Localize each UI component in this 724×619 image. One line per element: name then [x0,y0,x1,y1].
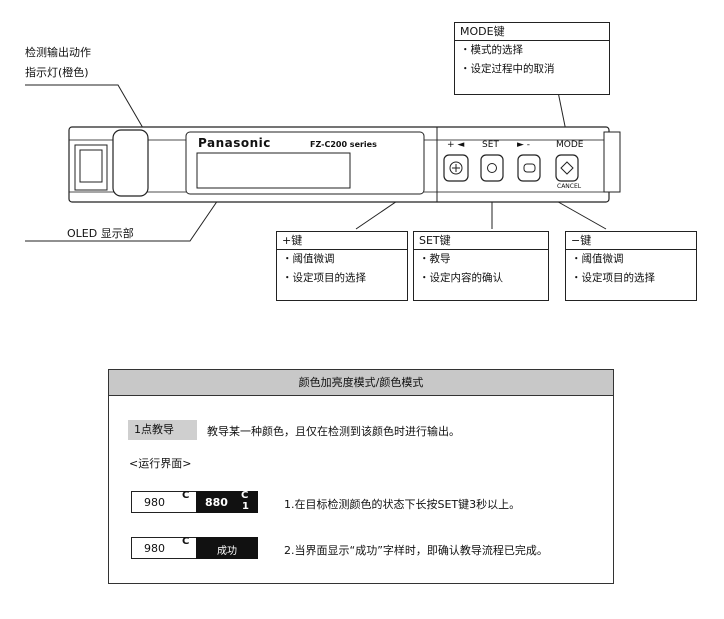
teach-tag: 1点教导 [128,420,197,440]
step1-right-value: 880 [205,496,228,509]
screen-label: <运行界面> [129,457,192,470]
minus-box-item: ・阈值微调 [571,253,624,265]
step2-left-value: 980 [144,542,165,555]
plus-box-item: ・设定项目的选择 [282,272,366,284]
step1-left-unit: C [182,490,190,501]
minus-key-box: −键 ・阈值微调 ・设定项目的选择 [565,231,697,301]
minus-box-item: ・设定项目的选择 [571,272,655,284]
oled-display [196,152,351,189]
plus-box-item: ・阈值微调 [282,253,335,265]
model-label: FZ-C200 series [310,140,377,149]
mode-key-label: MODE [556,140,584,150]
panel-title: 颜色加亮度模式/颜色模式 [109,370,613,396]
minus-box-title: −键 [566,232,696,250]
set-key-label: SET [482,140,499,150]
indicator-callout-line2: 指示灯(橙色) [25,66,89,79]
set-box-item: ・设定内容的确认 [419,272,503,284]
step2-right-text: 成功 [217,546,237,557]
cancel-key-label: CANCEL [557,183,582,190]
set-box-title: SET键 [414,232,548,250]
indicator-light [112,129,149,197]
mode-box-item: ・模式的选择 [460,44,523,56]
mode-box-item: ・设定过程中的取消 [460,63,555,75]
step1-left-value: 980 [144,496,165,509]
color-mode-panel: 颜色加亮度模式/颜色模式 1点教导 教导某一种颜色，且仅在检测到该颜色时进行输出… [108,369,614,584]
mode-key [555,154,579,182]
set-key-box: SET键 ・教导 ・设定内容的确认 [413,231,549,301]
sensor-diagram [25,71,621,242]
oled-callout: OLED 显示部 [67,227,134,240]
mode-key-box: MODE键 ・模式的选择 ・设定过程中的取消 [454,22,610,95]
plus-box-title: +键 [277,232,407,250]
connector-right [603,131,621,193]
plus-key-label: + ◄ [447,140,465,150]
step2-left-unit: C [182,536,190,547]
step1-right-unit: C [241,490,249,501]
mode-box-title: MODE键 [455,23,609,41]
set-key [480,154,504,182]
step1-display: 980 C 880 C 1 [131,490,258,513]
minus-key-label: ► - [517,140,531,150]
step2-highlight: 成功 [196,537,258,559]
step2-display: 980 C 成功 [131,536,258,559]
teach-description: 教导某一种颜色，且仅在检测到该颜色时进行输出。 [207,425,460,438]
plus-key-box: +键 ・阈值微调 ・设定项目的选择 [276,231,408,301]
step1-highlight: 880 C 1 [196,490,258,513]
step2-text: 2.当界面显示“成功”字样时，即确认教导流程已完成。 [284,544,548,557]
set-box-item: ・教导 [419,253,451,265]
minus-key [517,154,541,182]
indicator-callout-line1: 检测输出动作 [25,46,91,59]
step1-right-sub: 1 [242,501,249,512]
brand-logo: Panasonic [198,136,271,150]
oled-leader [25,199,219,242]
step1-text: 1.在目标检测颜色的状态下长按SET键3秒以上。 [284,498,521,511]
indicator-leader [25,84,144,129]
